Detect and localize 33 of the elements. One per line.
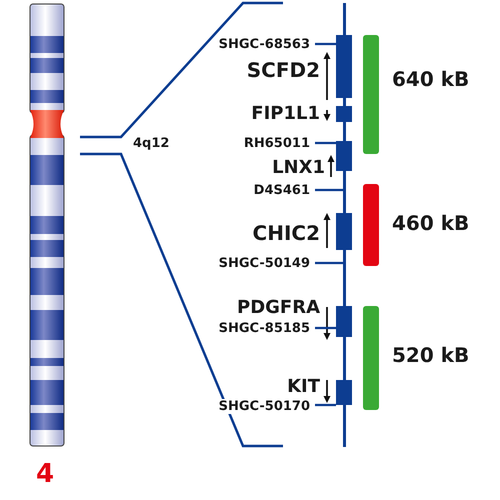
gene-box — [336, 380, 352, 405]
gene-box — [336, 35, 352, 98]
gene-name: FIP1L1 — [251, 105, 320, 123]
gene-name: SCFD2 — [246, 60, 320, 80]
marker-label: SHGC-85185 — [218, 320, 310, 336]
leader-line — [315, 404, 336, 406]
gene-name: PDGFRA — [237, 299, 320, 317]
gene-box — [336, 306, 352, 337]
gene-name: LNX1 — [272, 159, 325, 177]
region-bar — [363, 35, 379, 154]
region-size-label: 520 kB — [392, 345, 470, 365]
region-bar — [363, 306, 379, 410]
marker-label: SHGC-50149 — [218, 256, 310, 270]
leader-line — [315, 142, 336, 144]
gene-box — [336, 213, 352, 250]
marker-label: RH65011 — [244, 136, 310, 150]
region-bar — [363, 184, 379, 266]
leader-line — [315, 188, 343, 192]
band-label: 4q12 — [133, 136, 170, 150]
marker-label: SHGC-68563 — [218, 36, 310, 52]
chromosome-number: 4 — [36, 461, 54, 487]
gene-box — [336, 106, 352, 122]
leader-line — [315, 262, 343, 264]
gene-name: KIT — [287, 378, 320, 396]
marker-label: D4S461 — [254, 182, 310, 198]
region-size-label: 460 kB — [392, 213, 470, 233]
chromosome-drawing — [29, 3, 65, 447]
leader-line — [315, 326, 336, 330]
gene-box — [336, 141, 352, 171]
leader-line — [315, 42, 336, 46]
region-size-label: 640 kB — [392, 69, 470, 89]
marker-label: SHGC-50170 — [218, 398, 310, 414]
gene-name: CHIC2 — [252, 223, 320, 243]
